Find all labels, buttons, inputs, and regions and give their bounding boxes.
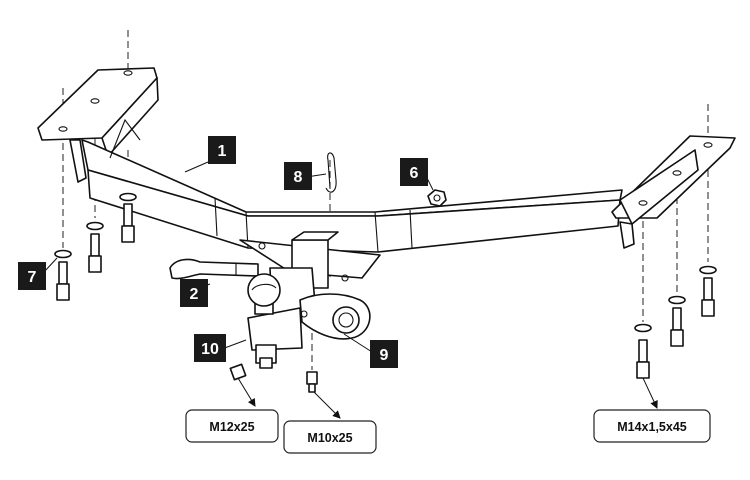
callout-6-label: 6 bbox=[410, 165, 419, 182]
callout-7-label: 7 bbox=[28, 269, 37, 286]
tow-ball bbox=[247, 273, 303, 369]
callout-2-label: 2 bbox=[190, 286, 199, 303]
callout-8-label: 8 bbox=[294, 169, 303, 186]
center-bolts bbox=[229, 363, 318, 393]
socket-plate bbox=[299, 293, 371, 340]
right-bolt-set bbox=[634, 265, 717, 379]
spec-box-m12: M12x25 bbox=[185, 409, 279, 443]
hex-nut bbox=[427, 189, 447, 207]
callout-9-label: 9 bbox=[380, 347, 389, 364]
left-mounting-bracket bbox=[37, 67, 159, 183]
spec-m14-label: M14x1,5x45 bbox=[617, 420, 687, 434]
center-receiver-plate bbox=[239, 231, 381, 317]
callout-1-label: 1 bbox=[218, 143, 227, 160]
callout-10: 10 bbox=[194, 334, 226, 362]
spec-box-m14: M14x1,5x45 bbox=[593, 409, 711, 443]
callout-8: 8 bbox=[284, 162, 312, 190]
spring-clip bbox=[325, 152, 337, 193]
callout-7: 7 bbox=[18, 262, 46, 290]
spec-m10-label: M10x25 bbox=[307, 431, 352, 445]
spec-box-m10: M10x25 bbox=[283, 420, 377, 454]
left-bolt-set bbox=[54, 192, 137, 301]
tow-pin bbox=[169, 258, 259, 280]
main-cross-beam bbox=[81, 118, 623, 253]
callout-6: 6 bbox=[400, 158, 428, 186]
callout-2: 2 bbox=[180, 279, 208, 307]
callout-10-label: 10 bbox=[201, 341, 219, 358]
spec-m12-label: M12x25 bbox=[209, 420, 254, 434]
callout-9: 9 bbox=[370, 340, 398, 368]
callout-1: 1 bbox=[208, 136, 236, 164]
right-mounting-bracket bbox=[611, 135, 736, 249]
